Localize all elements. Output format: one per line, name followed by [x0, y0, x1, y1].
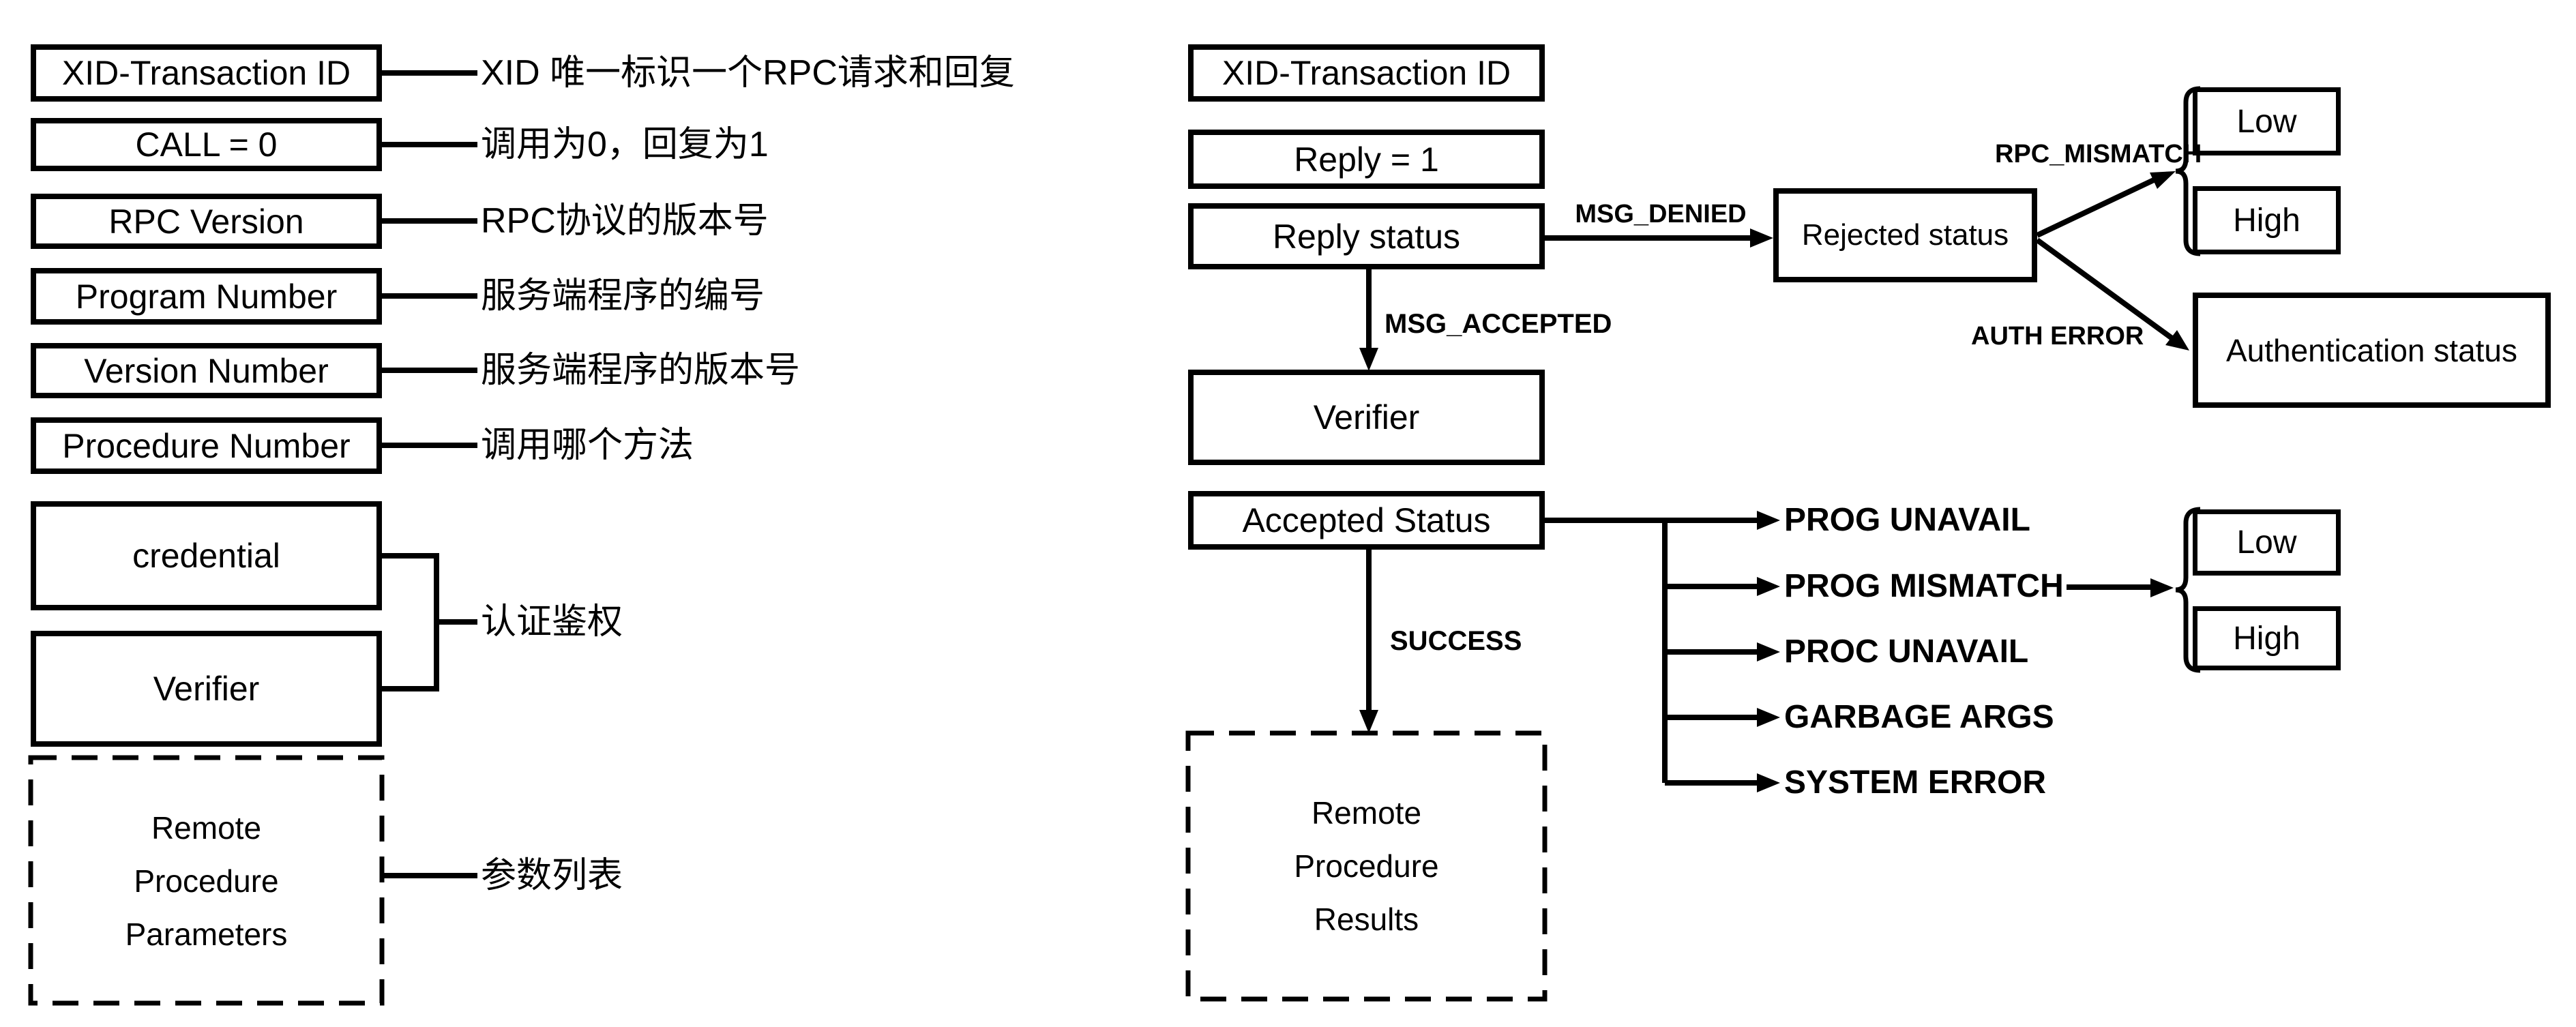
box-version-number-label: Version Number — [84, 351, 329, 390]
annotation-auth: 认证鉴权 — [481, 602, 623, 642]
box-reply-status: Reply status — [1188, 203, 1545, 269]
edge-label-msg-denied: MSG_DENIED — [1575, 200, 1747, 228]
bracket-auth — [382, 553, 439, 691]
annotation-program-number: 服务端程序的编号 — [481, 276, 765, 316]
box-rejected-low: Low — [2193, 87, 2341, 155]
box-version-number: Version Number — [31, 343, 382, 398]
box-call-verifier: Verifier — [31, 631, 382, 747]
error-prog-mismatch: PROG MISMATCH — [1784, 568, 2064, 604]
box-mismatch-low-label: Low — [2236, 524, 2297, 561]
box-reply-type: Reply = 1 — [1188, 130, 1545, 189]
arrowhead-msg-denied — [1750, 228, 1773, 248]
brace-rejected-range — [2175, 86, 2201, 256]
box-reply-status-label: Reply status — [1272, 217, 1461, 256]
arrowhead-garbage-args — [1757, 708, 1780, 727]
arrow-auth-error-line — [2035, 237, 2175, 342]
dashed-box-remote-procedure-results — [1185, 730, 1548, 1002]
box-rejected-low-label: Low — [2236, 103, 2297, 140]
box-accepted-status-label: Accepted Status — [1242, 501, 1491, 539]
box-authentication-status: Authentication status — [2193, 293, 2551, 408]
params-line: Procedure — [134, 863, 279, 899]
error-prog-unavail: PROG UNAVAIL — [1784, 502, 2030, 538]
box-rejected-high: High — [2193, 186, 2341, 254]
box-rejected-status: Rejected status — [1773, 188, 2037, 282]
accepted-status-spine — [1545, 518, 1668, 783]
brace-mismatch-range — [2175, 507, 2201, 673]
annotation-procedure-number: 调用哪个方法 — [481, 426, 694, 465]
box-mismatch-low: Low — [2193, 509, 2341, 576]
box-call-verifier-label: Verifier — [153, 670, 260, 708]
edge-label-auth-error: AUTH ERROR — [1971, 322, 2144, 351]
box-mismatch-high-label: High — [2233, 620, 2300, 657]
arrowhead-prog-mismatch — [1757, 577, 1780, 596]
params-line: Remote — [151, 810, 262, 846]
arrowhead-msg-accepted — [1359, 348, 1378, 371]
results-line: Remote — [1311, 795, 1422, 831]
annotation-call: 调用为0，回复为1 — [481, 125, 769, 164]
box-rpc-version: RPC Version — [31, 194, 382, 249]
annotation-xid: XID 唯一标识一个RPC请求和回复 — [481, 53, 1015, 93]
box-reply-xid: XID-Transaction ID — [1188, 44, 1545, 102]
error-system-error: SYSTEM ERROR — [1784, 764, 2047, 801]
box-rpc-version-label: RPC Version — [108, 202, 304, 241]
box-procedure-number-label: Procedure Number — [62, 426, 351, 465]
box-program-number: Program Number — [31, 268, 382, 325]
box-credential: credential — [31, 501, 382, 610]
edge-label-msg-accepted: MSG_ACCEPTED — [1385, 309, 1612, 339]
params-line: Parameters — [125, 917, 288, 952]
annotation-params: 参数列表 — [481, 856, 623, 895]
box-reply-verifier: Verifier — [1188, 370, 1545, 465]
box-credential-label: credential — [132, 537, 280, 575]
arrowhead-proc-unavail — [1757, 642, 1780, 661]
edge-label-rpc-mismatch: RPC_MISMATCH — [1995, 140, 2202, 168]
dashed-box-remote-procedure-parameters — [28, 755, 385, 1006]
arrowhead-auth-error — [2165, 330, 2189, 351]
arrowhead-rpc-mismatch — [2150, 171, 2176, 189]
box-call-xid-label: XID-Transaction ID — [61, 54, 351, 92]
error-proc-unavail: PROC UNAVAIL — [1784, 634, 2029, 670]
box-reply-verifier-label: Verifier — [1313, 398, 1420, 436]
error-garbage-args: GARBAGE ARGS — [1784, 699, 2054, 735]
arrowhead-system-error — [1757, 773, 1780, 792]
box-authentication-status-label: Authentication status — [2225, 332, 2518, 368]
box-remote-procedure-results-text: Remote Procedure Results — [1188, 786, 1545, 946]
box-program-number-label: Program Number — [75, 277, 338, 316]
arrowhead-mismatch-range — [2150, 578, 2174, 597]
box-call-type: CALL = 0 — [31, 118, 382, 171]
box-call-xid: XID-Transaction ID — [31, 44, 382, 102]
box-rejected-high-label: High — [2233, 202, 2300, 239]
box-call-type-label: CALL = 0 — [135, 125, 278, 164]
annotation-rpc-version: RPC协议的版本号 — [481, 201, 769, 241]
edge-label-success: SUCCESS — [1390, 626, 1522, 656]
arrowhead-prog-unavail — [1757, 511, 1780, 530]
box-remote-procedure-parameters-text: Remote Procedure Parameters — [31, 801, 382, 961]
results-line: Procedure — [1294, 848, 1439, 884]
box-rejected-status-label: Rejected status — [1801, 218, 2009, 252]
annotation-version-number: 服务端程序的版本号 — [481, 351, 801, 390]
box-reply-type-label: Reply = 1 — [1294, 140, 1439, 179]
arrow-rpc-mismatch-line — [2036, 176, 2158, 238]
box-accepted-status: Accepted Status — [1188, 491, 1545, 550]
arrowhead-success — [1359, 710, 1378, 733]
box-reply-xid-label: XID-Transaction ID — [1222, 54, 1511, 92]
results-line: Results — [1314, 902, 1419, 937]
box-mismatch-high: High — [2193, 606, 2341, 670]
box-procedure-number: Procedure Number — [31, 417, 382, 474]
